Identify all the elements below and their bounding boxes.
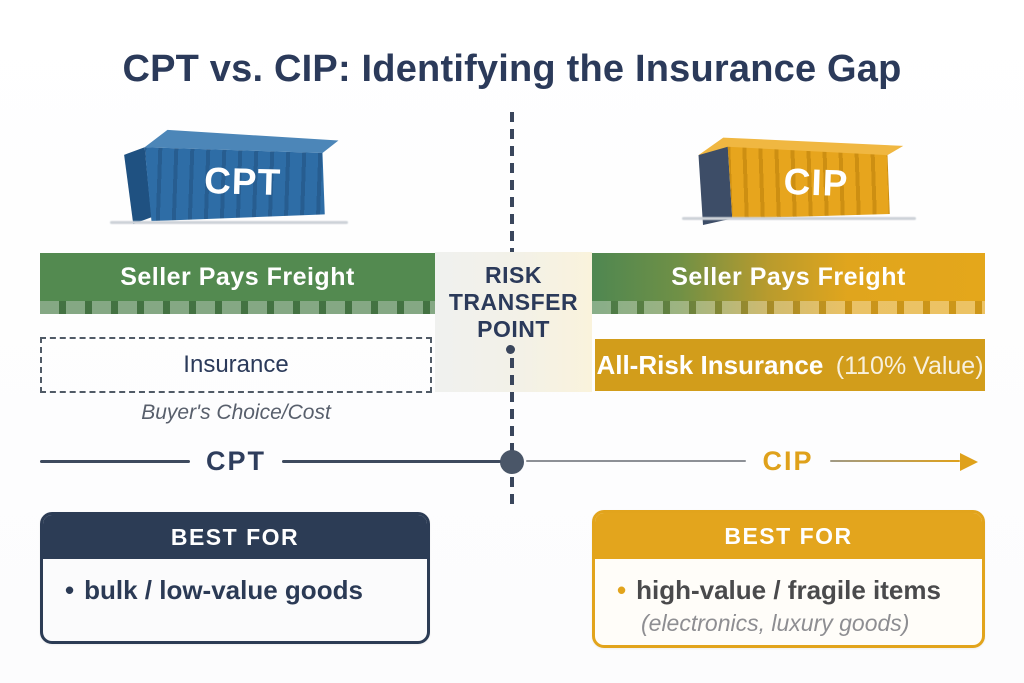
timeline-cip-label: CIP: [762, 446, 814, 476]
cpt-best-for-body: • bulk / low-value goods: [43, 559, 427, 606]
cip-freight-bar-label: Seller Pays Freight: [671, 263, 906, 291]
risk-divider-dot: [506, 345, 515, 354]
cip-best-for-item-text: high-value / fragile items: [636, 575, 941, 605]
timeline-cpt-line-left: [40, 460, 190, 463]
risk-divider-dashed-line-bottom: [510, 358, 514, 510]
cip-freight-bar-dash-strip: [592, 301, 985, 314]
cip-insurance-box-value: (110% Value): [835, 352, 984, 380]
cip-best-for-box: BEST FOR • high-value / fragile items (el…: [592, 510, 985, 648]
cip-insurance-box-title: All-Risk Insurance: [596, 350, 824, 380]
cip-container-end-face: [698, 146, 733, 225]
risk-transfer-line2: TRANSFER: [448, 289, 579, 315]
timeline-cpt-label: CPT: [206, 446, 266, 476]
cpt-insurance-note: Buyer's Choice/Cost: [141, 401, 331, 424]
cpt-freight-bar-label: Seller Pays Freight: [120, 263, 355, 291]
cpt-container-graphic: CPT: [115, 128, 343, 224]
cpt-insurance-box: Insurance: [40, 337, 432, 393]
cip-container-label: CIP: [782, 161, 849, 205]
risk-divider-dashed-line-top: [510, 112, 514, 258]
timeline-cpt-line-right: [282, 460, 501, 463]
cpt-best-for-header: BEST FOR: [43, 515, 427, 559]
cpt-best-for-item-text: bulk / low-value goods: [84, 575, 363, 605]
cpt-best-for-item: • bulk / low-value goods: [65, 575, 405, 606]
cpt-freight-bar: Seller Pays Freight: [40, 253, 435, 301]
page-title: CPT vs. CIP: Identifying the Insurance G…: [122, 48, 902, 90]
cip-container-shadow: [682, 217, 916, 220]
cip-container-graphic: CIP: [685, 133, 910, 225]
risk-transfer-label: RISK TRANSFER POINT: [435, 262, 592, 343]
risk-transfer-point-node: [500, 450, 524, 474]
cip-best-for-body: • high-value / fragile items (electronics…: [595, 559, 982, 637]
cip-freight-bar: Seller Pays Freight: [592, 253, 985, 301]
cip-best-for-note: (electronics, luxury goods): [641, 610, 910, 636]
cip-insurance-box: All-Risk Insurance (110% Value): [595, 339, 985, 391]
cpt-container-label: CPT: [203, 159, 282, 203]
timeline-cip-line-right: [830, 460, 960, 462]
timeline-arrowhead-icon: [960, 453, 978, 471]
cpt-best-for-box: BEST FOR • bulk / low-value goods: [40, 512, 430, 644]
cpt-bullet-icon: •: [65, 575, 75, 605]
risk-transfer-line1: RISK: [485, 262, 542, 288]
cip-best-for-item: • high-value / fragile items: [617, 575, 960, 606]
cip-best-for-header: BEST FOR: [595, 513, 982, 559]
risk-transfer-line3: POINT: [477, 316, 550, 342]
cpt-container-shadow: [110, 221, 348, 224]
cpt-freight-bar-dash-strip: [40, 301, 435, 314]
cip-container-front-face: [727, 146, 890, 219]
cpt-container-front-face: [144, 147, 325, 222]
cip-bullet-icon: •: [617, 575, 627, 605]
timeline-cip-line-left: [526, 460, 746, 462]
